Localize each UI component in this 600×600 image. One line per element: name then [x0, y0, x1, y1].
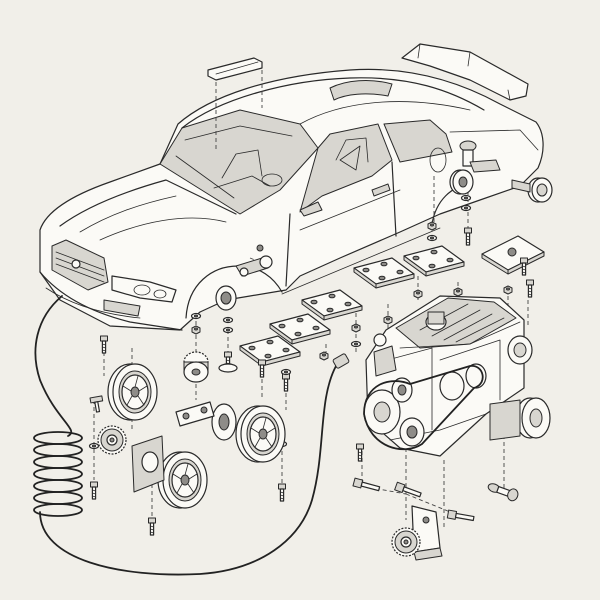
- rear-spoiler: [401, 43, 529, 101]
- small-hardware: [88, 312, 365, 536]
- rear-side-window: [383, 119, 453, 163]
- engine-block: [363, 295, 551, 457]
- car-body: [39, 43, 544, 331]
- wheels-and-pulleys: [97, 351, 286, 509]
- roof-antenna-part: [207, 57, 263, 81]
- front-hub-assembly: [215, 244, 273, 311]
- coil-spring-and-cable: [33, 295, 350, 576]
- alternator-bracket: [391, 505, 443, 561]
- rear-suspension-parts: [426, 140, 553, 298]
- headlight: [111, 275, 177, 303]
- lower-engine-parts: [352, 477, 519, 561]
